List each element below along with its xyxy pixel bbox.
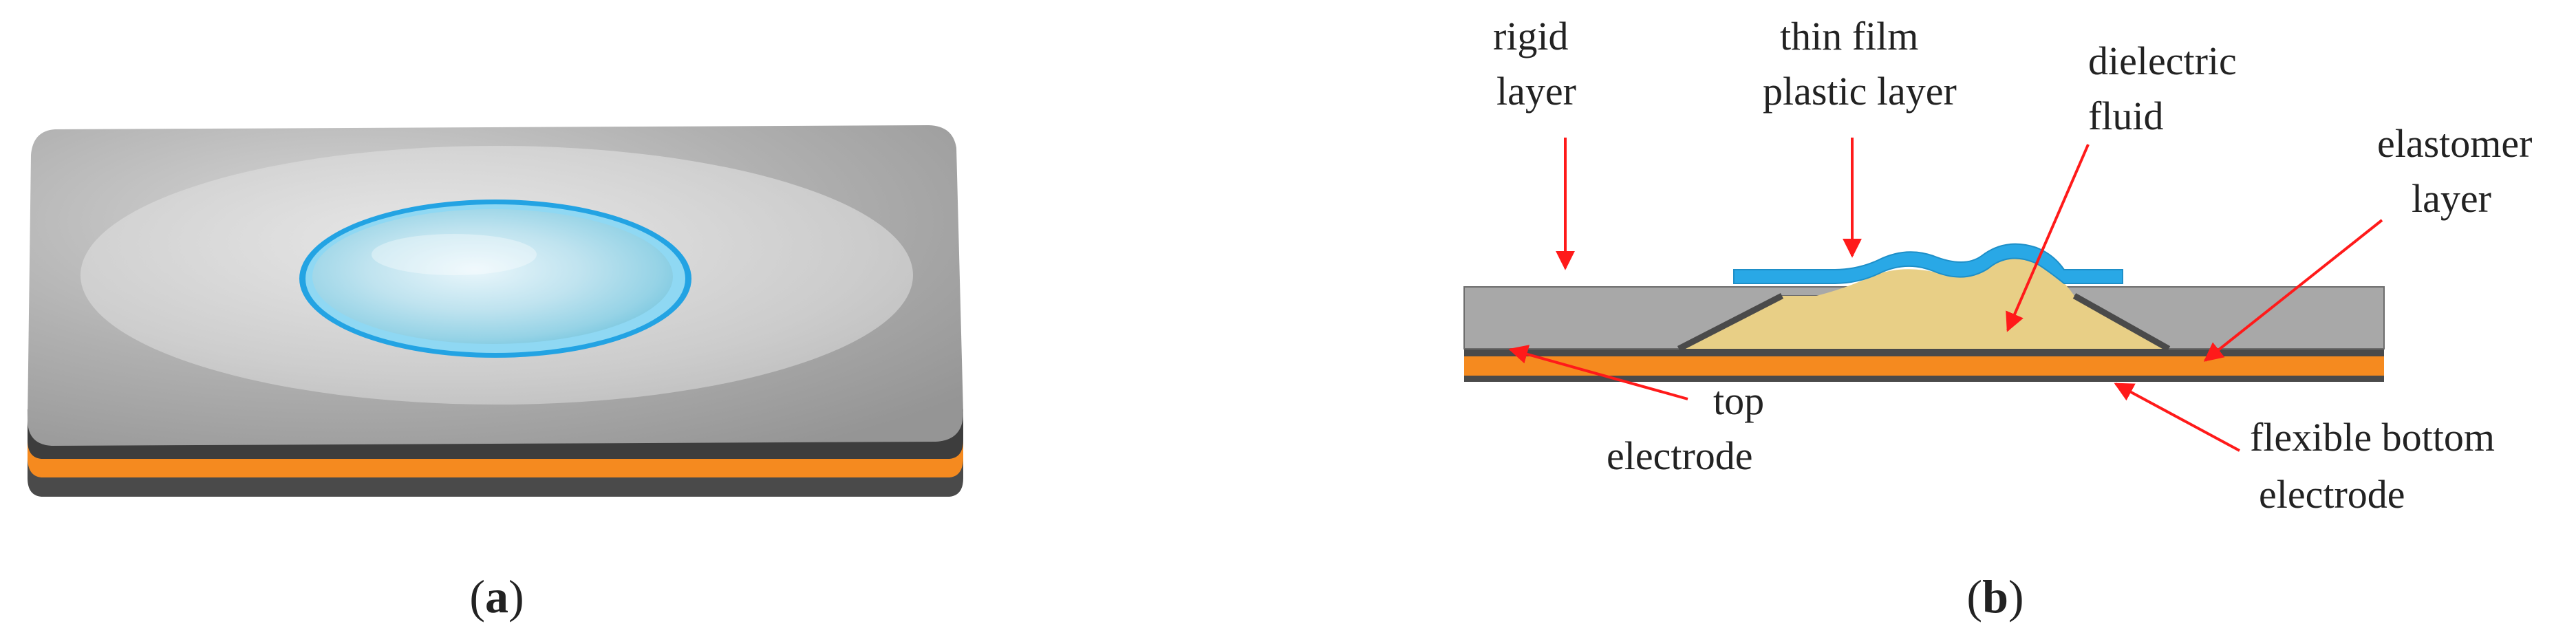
panel-b-caption: (b) bbox=[1966, 570, 2024, 623]
panel-b-arrows bbox=[1508, 138, 2383, 452]
label-bottom-electrode-1: flexible bottom bbox=[2250, 415, 2495, 460]
label-dielectric-1: dielectric bbox=[2088, 39, 2237, 83]
arrow-bottom-electrode bbox=[2114, 383, 2240, 452]
arrow-elastomer-layer bbox=[2203, 219, 2383, 362]
arrow-dielectric-fluid bbox=[2006, 144, 2090, 332]
label-dielectric-2: fluid bbox=[2088, 94, 2164, 138]
b-orange-electrode bbox=[1464, 356, 2384, 376]
label-elastomer-1: elastomer bbox=[2377, 121, 2532, 166]
label-rigid-layer-1: rigid bbox=[1493, 14, 1569, 58]
panel-b-labels: rigid layer thin film plastic layer diel… bbox=[1493, 14, 2532, 517]
label-top-electrode-1: top bbox=[1713, 378, 1764, 423]
panel-a-illustration bbox=[28, 125, 963, 497]
label-thin-film-2: plastic layer bbox=[1763, 69, 1957, 114]
panel-b-cross-section bbox=[1463, 243, 2385, 382]
b-bottom-dark-line bbox=[1464, 376, 2384, 382]
label-elastomer-2: layer bbox=[2412, 176, 2491, 221]
label-rigid-layer-2: layer bbox=[1496, 69, 1576, 114]
a-bubble-glint bbox=[372, 234, 537, 275]
b-thin-film-layer bbox=[1733, 243, 2123, 284]
b-top-electrode-strip bbox=[1464, 349, 2384, 356]
label-top-electrode-2: electrode bbox=[1607, 433, 1753, 478]
b-cavity-wall-right bbox=[2072, 293, 2171, 352]
b-cavity-wall-left bbox=[1677, 292, 1784, 352]
b-dielectric-fluid bbox=[1679, 256, 2169, 349]
label-thin-film-1: thin film bbox=[1780, 14, 1918, 58]
label-bottom-electrode-2: electrode bbox=[2259, 472, 2405, 517]
panel-a-caption: (a) bbox=[469, 570, 524, 623]
a-fluid-bubble bbox=[312, 209, 673, 344]
arrow-top-electrode bbox=[1508, 345, 1688, 400]
